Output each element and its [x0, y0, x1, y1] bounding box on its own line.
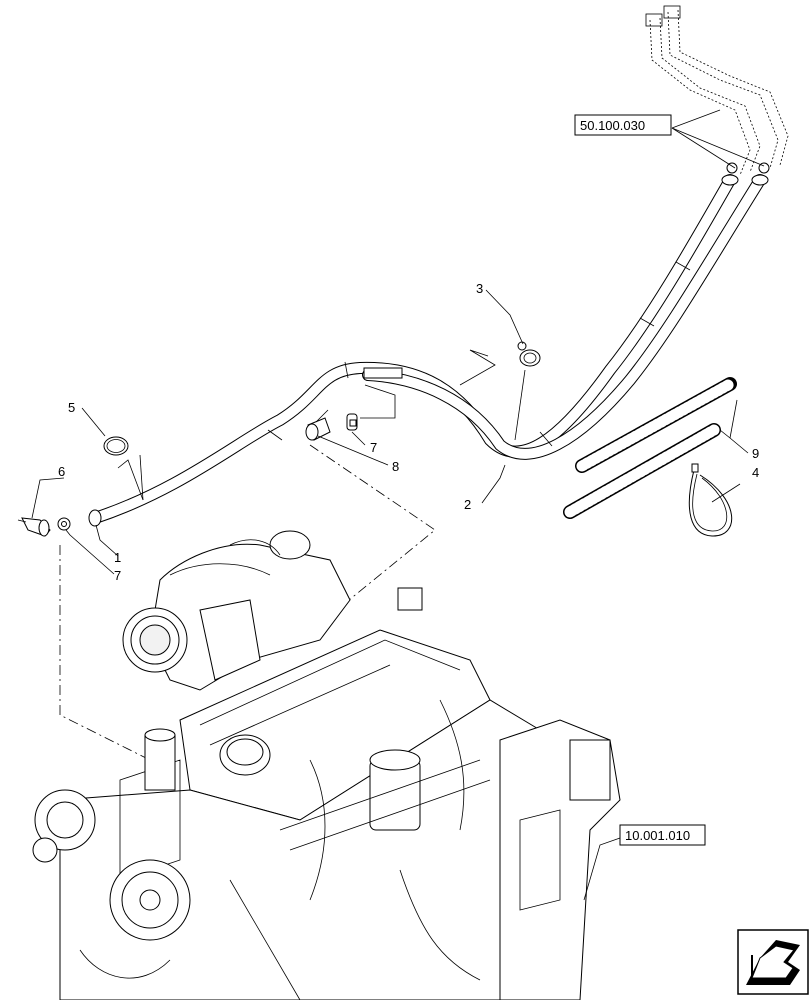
reference-box-50-100-030[interactable]: 50.100.030 [574, 114, 672, 136]
fitting-6 [17, 517, 51, 537]
callout-6: 6 [58, 464, 65, 479]
callout-1: 1 [114, 550, 121, 565]
callout-2: 2 [464, 497, 471, 512]
callout-5: 5 [68, 400, 75, 415]
callout-9: 9 [752, 446, 759, 461]
page-turn-arrow-icon[interactable] [737, 929, 809, 995]
corrugated-sleeves-9 [563, 377, 737, 519]
callout-leaders [31, 109, 765, 901]
phantom-pipes [645, 5, 789, 176]
hose-clamp-3 [517, 341, 541, 367]
fitting-8 [305, 409, 331, 441]
hose-clamp-5 [103, 436, 129, 456]
clip-7-lower [57, 517, 71, 531]
callout-7-upper: 7 [370, 440, 377, 455]
coolant-hose-main [88, 162, 770, 527]
strap-4 [688, 463, 733, 537]
callout-4: 4 [752, 465, 759, 480]
reference-label-10-001-010: 10.001.010 [625, 828, 690, 843]
reference-label-50-100-030: 50.100.030 [580, 118, 645, 133]
callout-3: 3 [476, 281, 483, 296]
engine-assembly [32, 530, 621, 1000]
callout-8: 8 [392, 459, 399, 474]
clip-7-upper [346, 413, 358, 431]
reference-box-10-001-010[interactable]: 10.001.010 [619, 824, 706, 846]
callout-7-lower: 7 [114, 568, 121, 583]
